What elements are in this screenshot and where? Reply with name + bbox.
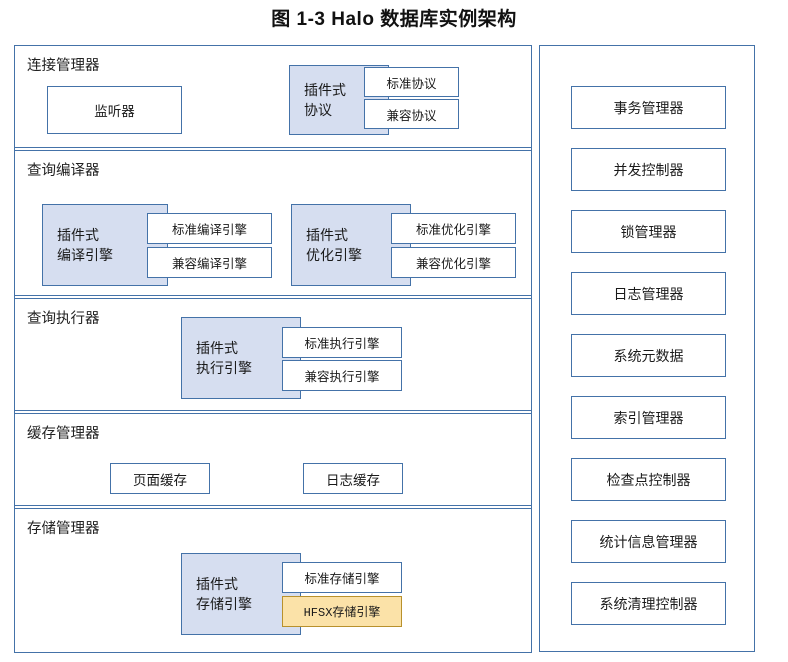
plugin-box-storage-engine: 插件式 存储引擎: [181, 553, 301, 635]
section-label-query-executor: 查询执行器: [27, 311, 100, 327]
plugin-box-optimize-engine-line1: 插件式: [306, 226, 348, 243]
right-panel: 事务管理器 并发控制器 锁管理器 日志管理器 系统元数据 索引管理器 检查点控制…: [539, 45, 755, 652]
sub-engine-standard-compile: 标准编译引擎: [147, 213, 272, 244]
node-page-cache: 页面缓存: [110, 463, 210, 494]
node-log-cache: 日志缓存: [303, 463, 403, 494]
sub-engine-compatible-execute: 兼容执行引擎: [282, 360, 402, 391]
service-system-cleanup-controller: 系统清理控制器: [571, 582, 726, 625]
plugin-box-compile-engine-line2: 编译引擎: [57, 247, 113, 263]
service-statistics-manager: 统计信息管理器: [571, 520, 726, 563]
plugin-box-optimize-engine-line2: 优化引擎: [306, 247, 362, 263]
node-listener-label: 监听器: [94, 104, 135, 119]
section-label-connection-manager: 连接管理器: [27, 58, 100, 74]
plugin-box-execute-engine-line1: 插件式: [196, 339, 238, 356]
sub-engine-standard-storage: 标准存储引擎: [282, 562, 402, 593]
node-page-cache-label: 页面缓存: [133, 472, 187, 488]
service-transaction-manager: 事务管理器: [571, 86, 726, 129]
section-storage-manager: 存储管理器 插件式 存储引擎 标准存储引擎 HFSX存储引擎: [14, 508, 532, 653]
service-lock-manager-label: 锁管理器: [620, 223, 677, 240]
node-log-cache-label: 日志缓存: [326, 472, 380, 488]
sub-engine-standard-optimize-label: 标准优化引擎: [415, 223, 491, 237]
plugin-box-protocol-line1: 插件式: [304, 81, 346, 98]
left-panel: 连接管理器 监听器 插件式 协议 标准协议 兼容协议 查询编译器 插件式 编译引…: [14, 45, 532, 653]
sub-engine-compatible-protocol-label: 兼容协议: [386, 108, 437, 123]
plugin-box-execute-engine: 插件式 执行引擎: [181, 317, 301, 399]
plugin-box-execute-engine-line2: 执行引擎: [196, 360, 252, 376]
plugin-box-compile-engine-line1: 插件式: [57, 226, 99, 243]
node-listener: 监听器: [47, 86, 182, 134]
service-checkpoint-controller: 检查点控制器: [571, 458, 726, 501]
sub-engine-standard-optimize: 标准优化引擎: [391, 213, 516, 244]
section-label-query-compiler: 查询编译器: [27, 163, 100, 179]
sub-engine-compatible-optimize: 兼容优化引擎: [391, 247, 516, 278]
service-log-manager-label: 日志管理器: [613, 285, 684, 302]
sub-engine-hfsx-storage-label: HFSX存储引擎: [303, 606, 381, 620]
service-index-manager-label: 索引管理器: [613, 409, 684, 426]
sub-engine-standard-execute: 标准执行引擎: [282, 327, 402, 358]
sub-engine-compatible-compile-label: 兼容编译引擎: [171, 257, 247, 271]
service-system-metadata-label: 系统元数据: [613, 347, 684, 364]
service-checkpoint-controller-label: 检查点控制器: [606, 471, 691, 488]
service-system-metadata: 系统元数据: [571, 334, 726, 377]
sub-engine-compatible-execute-label: 兼容执行引擎: [304, 370, 380, 384]
sub-engine-hfsx-storage: HFSX存储引擎: [282, 596, 402, 627]
sub-engine-compatible-compile: 兼容编译引擎: [147, 247, 272, 278]
service-lock-manager: 锁管理器: [571, 210, 726, 253]
service-concurrency-controller: 并发控制器: [571, 148, 726, 191]
section-label-cache-manager: 缓存管理器: [27, 426, 100, 442]
service-system-cleanup-controller-label: 系统清理控制器: [599, 595, 698, 612]
sub-engine-standard-execute-label: 标准执行引擎: [304, 337, 380, 351]
service-index-manager: 索引管理器: [571, 396, 726, 439]
service-transaction-manager-label: 事务管理器: [613, 99, 684, 116]
sub-engine-standard-protocol: 标准协议: [364, 67, 459, 97]
plugin-box-storage-engine-line2: 存储引擎: [196, 596, 252, 612]
plugin-box-protocol-line2: 协议: [304, 102, 332, 118]
section-label-storage-manager: 存储管理器: [27, 521, 100, 537]
section-connection-manager: 连接管理器 监听器 插件式 协议 标准协议 兼容协议: [14, 45, 532, 148]
sub-engine-compatible-protocol: 兼容协议: [364, 99, 459, 129]
sub-engine-standard-protocol-label: 标准协议: [386, 76, 437, 91]
section-query-executor: 查询执行器 插件式 执行引擎 标准执行引擎 兼容执行引擎: [14, 298, 532, 411]
service-statistics-manager-label: 统计信息管理器: [599, 533, 698, 550]
section-query-compiler: 查询编译器 插件式 编译引擎 标准编译引擎 兼容编译引擎 插件式 优化引擎 标准…: [14, 150, 532, 296]
service-concurrency-controller-label: 并发控制器: [613, 161, 684, 178]
sub-engine-compatible-optimize-label: 兼容优化引擎: [415, 257, 491, 271]
sub-engine-standard-storage-label: 标准存储引擎: [304, 572, 380, 586]
diagram-title: 图 1-3 Halo 数据库实例架构: [271, 9, 517, 30]
sub-engine-standard-compile-label: 标准编译引擎: [171, 223, 247, 237]
service-log-manager: 日志管理器: [571, 272, 726, 315]
plugin-box-storage-engine-line1: 插件式: [196, 575, 238, 592]
section-cache-manager: 缓存管理器 页面缓存 日志缓存: [14, 413, 532, 506]
